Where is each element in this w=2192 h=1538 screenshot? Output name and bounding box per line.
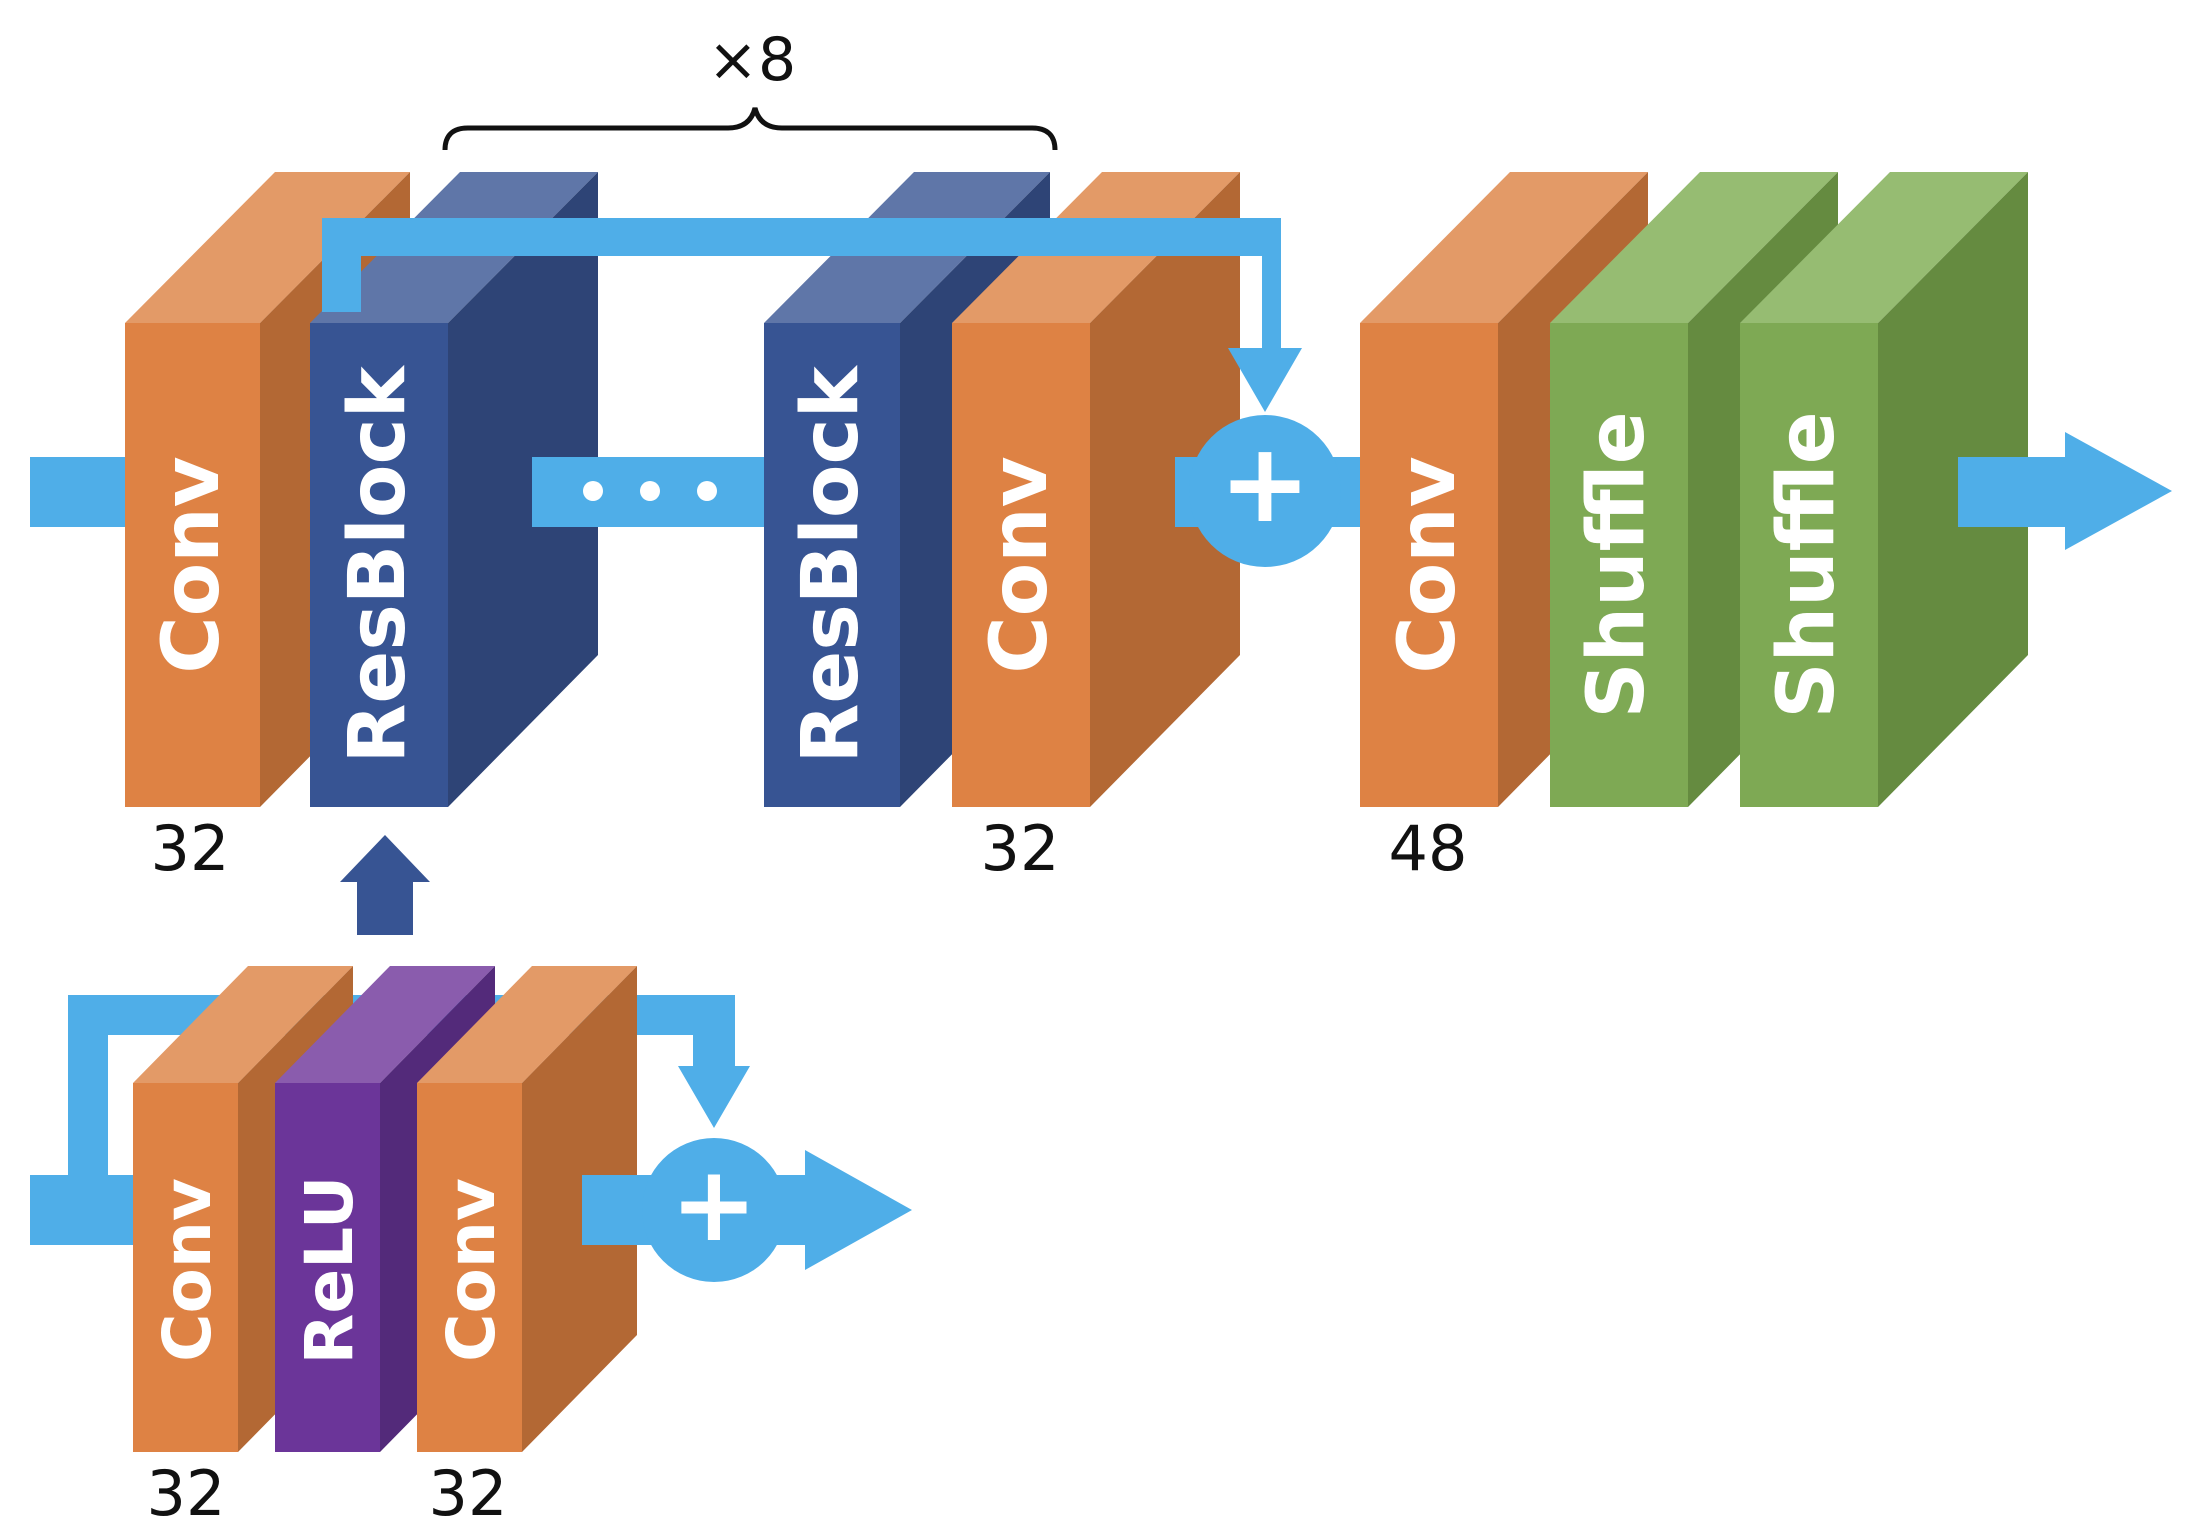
resblock-expansion-arrow (340, 835, 430, 935)
conv-block-2-channels: 32 (981, 812, 1060, 885)
detail-conv-block-2: Conv (417, 966, 637, 1452)
conv-block-1-label: Conv (147, 456, 237, 673)
shuffle-block-2: Shuffle (1740, 172, 2028, 807)
detail-output-arrow-shaft (770, 1175, 810, 1245)
conv-block-2-label: Conv (975, 456, 1065, 673)
shuffle-block-2-label: Shuffle (1762, 411, 1852, 718)
detail-skip-arrow-head (678, 1066, 750, 1128)
add-node-main (1189, 415, 1341, 567)
ellipsis-dot-2 (640, 481, 660, 501)
detail-conv-block-1-label: Conv (149, 1178, 226, 1362)
resblock-block-1: ResBlock (310, 172, 598, 807)
conv-block-1-channels: 32 (151, 812, 230, 885)
detail-relu-label: ReLU (291, 1176, 368, 1365)
output-arrow-head (2065, 432, 2172, 550)
detail-conv-block-2-label: Conv (433, 1178, 510, 1362)
detail-input-arrow (30, 1175, 135, 1245)
detail-output-arrow-head (805, 1150, 912, 1270)
add-node-detail (642, 1138, 786, 1282)
add-node-detail-symbol: + (670, 1143, 757, 1265)
shuffle-block-1-label: Shuffle (1572, 411, 1662, 718)
repeat-label: ×8 (708, 25, 796, 95)
resblock-block-1-label: ResBlock (333, 364, 423, 763)
ellipsis-dot-1 (583, 481, 603, 501)
detail-conv-block-1-channels: 32 (147, 1457, 226, 1530)
detail-conv-block-2-channels: 32 (429, 1457, 508, 1530)
resblock-block-2-label: ResBlock (786, 364, 876, 763)
conv-block-2: Conv (952, 172, 1240, 807)
repeat-brace (442, 107, 1058, 151)
input-arrow (30, 457, 125, 527)
conv-block-3-label: Conv (1383, 456, 1473, 673)
global-skip-connection (322, 218, 1281, 348)
output-arrow-shaft (1958, 457, 2070, 527)
skip-arrow-head (1228, 348, 1302, 412)
ellipsis-dot-3 (697, 481, 717, 501)
conv-block-3-channels: 48 (1389, 812, 1468, 885)
add-node-main-symbol: + (1219, 419, 1311, 547)
detail-pre-add-stub (582, 1175, 652, 1245)
